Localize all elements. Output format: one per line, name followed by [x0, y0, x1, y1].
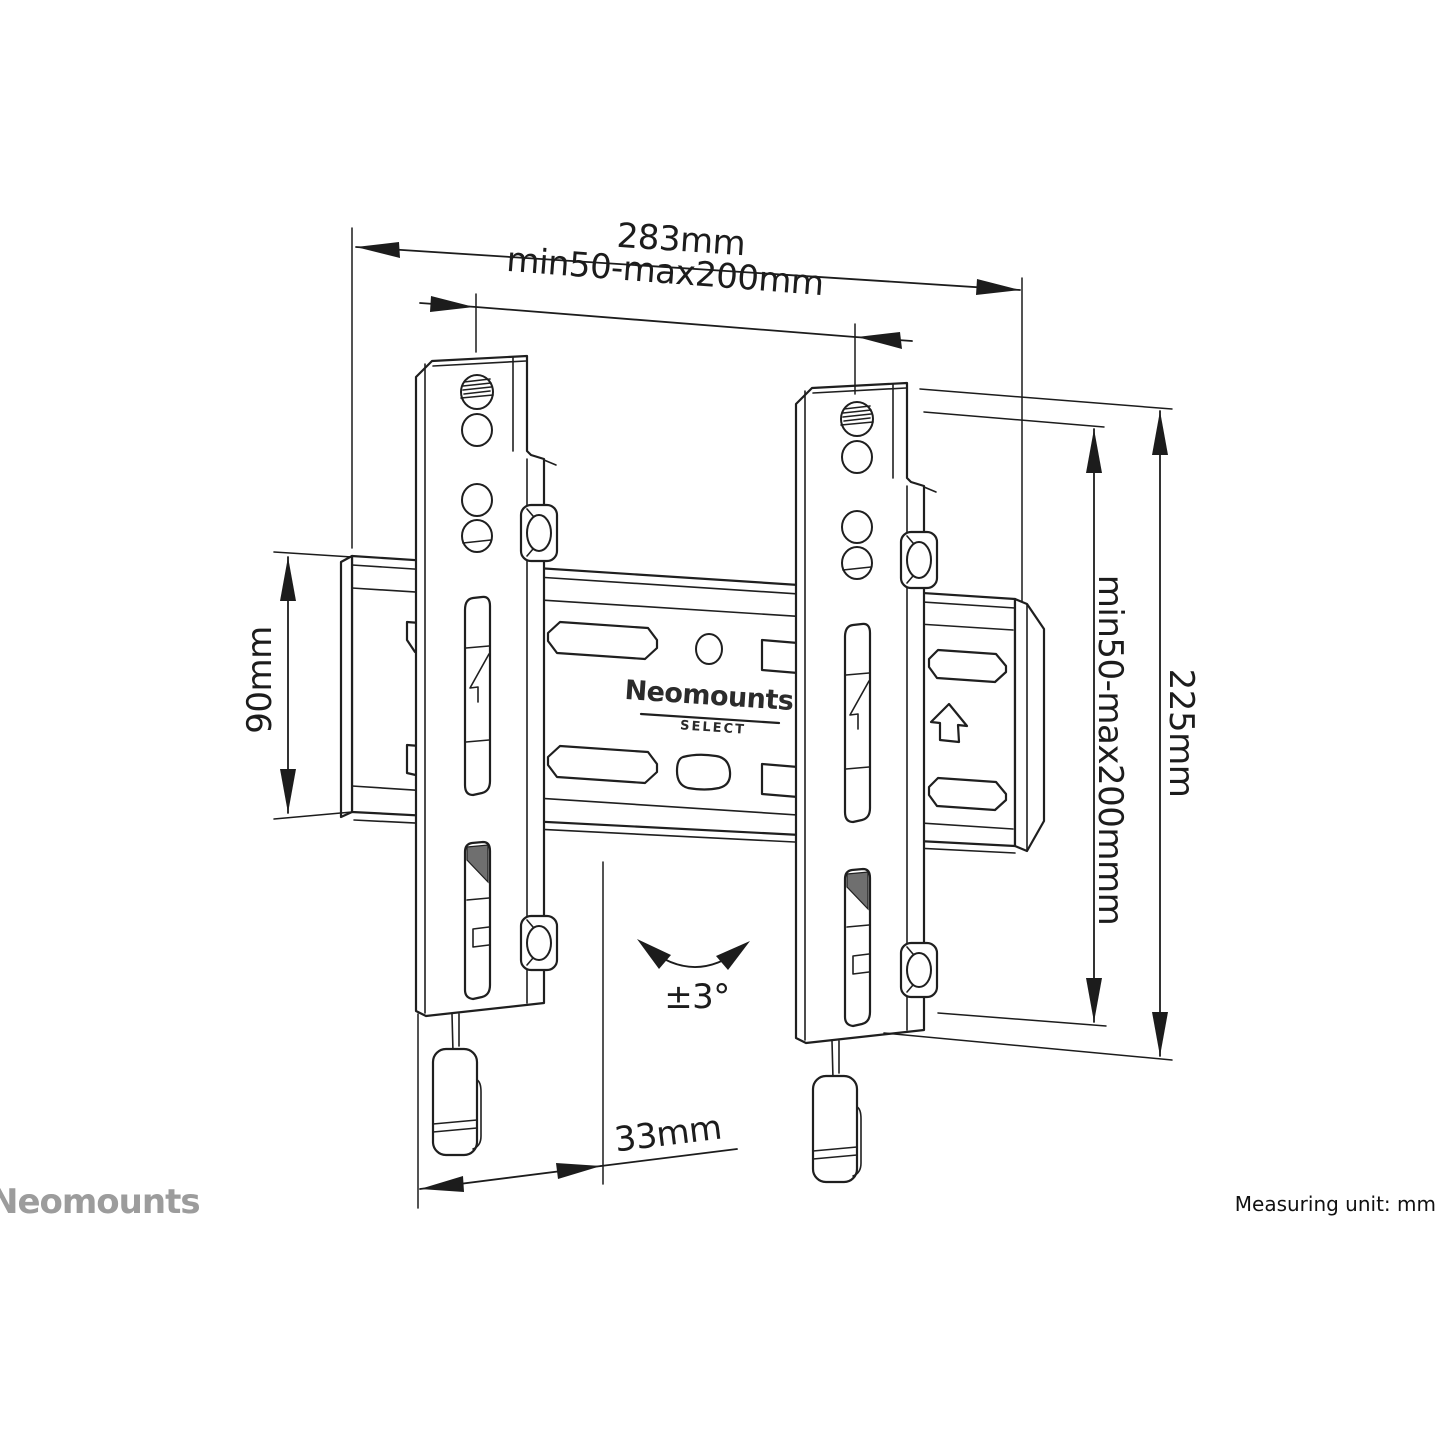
plate-end-cap	[1015, 599, 1044, 851]
up-arrow-marking	[931, 704, 967, 742]
label-tilt-range: ±3°	[664, 977, 730, 1017]
right-tv-bracket	[794, 381, 939, 1184]
dimension-total-width	[352, 228, 1022, 601]
label-vesa-height: min50-max200mmm	[1090, 574, 1130, 926]
label-plate-height: 90mm	[240, 626, 280, 734]
dimension-vesa-height	[924, 412, 1106, 1026]
dimension-plate-height	[274, 552, 352, 819]
dimension-depth	[418, 862, 737, 1208]
left-tv-bracket	[414, 354, 559, 1157]
tilt-arc	[637, 939, 750, 970]
brand-watermark: Neomounts	[0, 1182, 201, 1222]
label-total-height: 225mm	[1161, 668, 1201, 798]
measuring-unit-note: Measuring unit: mm	[1234, 1192, 1436, 1216]
dimension-total-height	[884, 389, 1172, 1060]
logo-underline	[641, 714, 779, 723]
dimension-vesa-width	[420, 294, 912, 394]
